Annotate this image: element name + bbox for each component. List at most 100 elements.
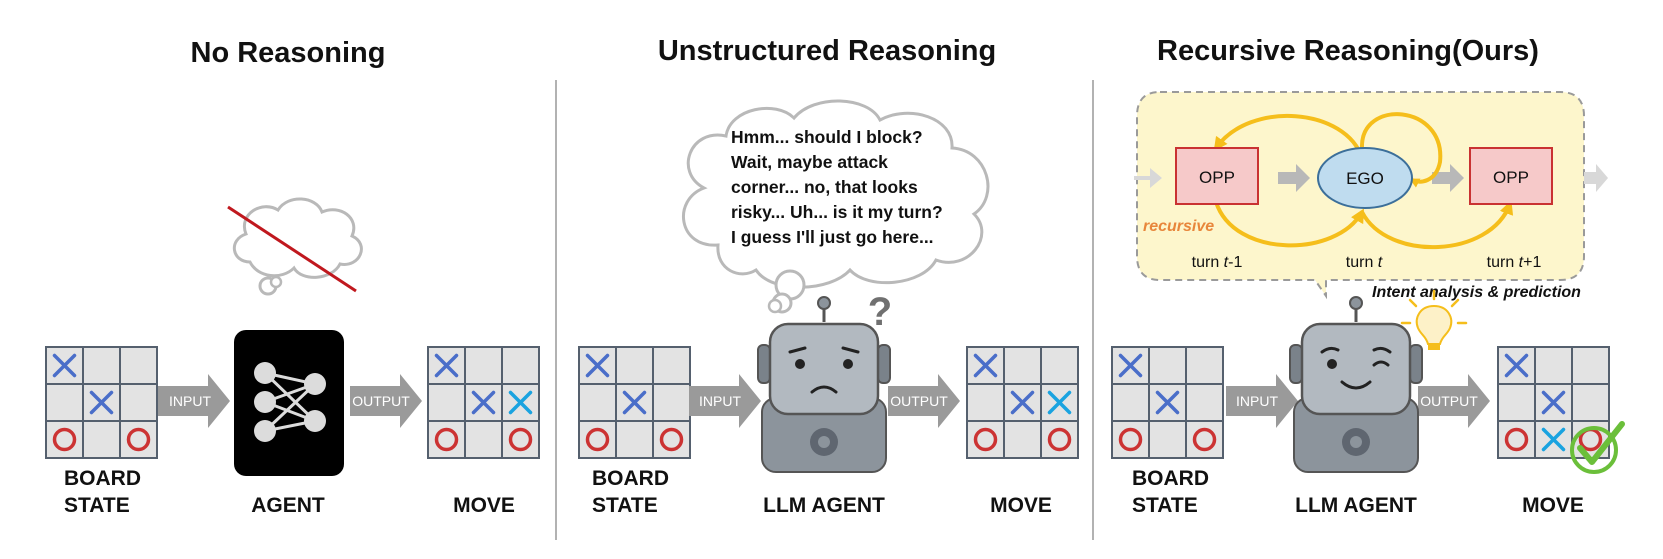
x-mark — [1118, 353, 1143, 378]
svg-text:STATE: STATE — [592, 494, 658, 517]
grid-cell — [617, 422, 652, 457]
grid-cell — [1150, 422, 1185, 457]
svg-text:corner... no, that looks: corner... no, that looks — [731, 177, 918, 197]
grid-cell — [1042, 348, 1077, 383]
o-mark — [1118, 427, 1143, 452]
output-arrow: OUTPUT — [1418, 374, 1490, 428]
o-mark — [1192, 427, 1217, 452]
svg-text:INPUT: INPUT — [699, 393, 741, 409]
x-mark — [471, 390, 496, 415]
turn-label: turn t — [1346, 254, 1383, 271]
o-mark — [585, 427, 610, 452]
grid-cell — [1499, 385, 1534, 420]
x-mark — [585, 353, 610, 378]
svg-text:OUTPUT: OUTPUT — [352, 393, 410, 409]
grid-cell — [121, 348, 156, 383]
grid-cell — [1573, 348, 1608, 383]
svg-text:OUTPUT: OUTPUT — [1420, 393, 1478, 409]
svg-text:OPP: OPP — [1199, 168, 1235, 187]
grid-cell — [503, 348, 538, 383]
o-mark — [1047, 427, 1072, 452]
panel-title-unstructured: Unstructured Reasoning — [658, 35, 996, 67]
x-mark-new — [508, 390, 533, 415]
grid-cell — [47, 385, 82, 420]
board-state-grid — [578, 346, 691, 459]
board-state-grid — [1111, 346, 1224, 459]
board-state-label: BOARD STATE — [1132, 467, 1209, 517]
grid-cell — [1187, 385, 1222, 420]
svg-text:risky... Uh... is it my turn?: risky... Uh... is it my turn? — [731, 202, 943, 222]
svg-text:BOARD: BOARD — [592, 467, 669, 490]
recursive-loop-arrows — [1213, 112, 1514, 250]
move-grid — [427, 346, 540, 459]
o-mark — [1504, 427, 1529, 452]
confused-robot-icon — [757, 296, 891, 473]
svg-text:STATE: STATE — [64, 494, 130, 517]
svg-text:INPUT: INPUT — [169, 393, 211, 409]
no-thought-cloud — [233, 197, 363, 296]
panel-title-no-reasoning: No Reasoning — [191, 37, 386, 69]
grid-cell — [1042, 422, 1077, 457]
grid-cell — [1187, 422, 1222, 457]
agent-label: AGENT — [251, 494, 325, 517]
grid-cell — [121, 385, 156, 420]
grid-cell — [503, 422, 538, 457]
o-mark — [126, 427, 151, 452]
check-mark-icon — [1570, 421, 1625, 474]
svg-text:Hmm... should I block?: Hmm... should I block? — [731, 127, 923, 147]
grid-cell — [84, 422, 119, 457]
x-mark-new — [1047, 390, 1072, 415]
grid-cell — [654, 385, 689, 420]
question-mark: ? — [868, 290, 892, 334]
board-state-label: BOARD STATE — [64, 467, 141, 517]
grid-cell — [1499, 422, 1534, 457]
move-label: MOVE — [1522, 494, 1584, 517]
neural-network-agent-icon — [234, 330, 344, 476]
x-mark — [1541, 390, 1566, 415]
grid-cell — [580, 385, 615, 420]
grid-cell — [968, 385, 1003, 420]
x-mark-new — [1541, 427, 1566, 452]
grid-cell — [84, 348, 119, 383]
move-label: MOVE — [990, 494, 1052, 517]
grid-cell — [1113, 422, 1148, 457]
x-mark — [434, 353, 459, 378]
x-mark — [1504, 353, 1529, 378]
turn-label: turn t-1 — [1192, 254, 1243, 271]
opp-box-left: OPP — [1175, 147, 1259, 205]
thought-text: Hmm... should I block? Wait, maybe attac… — [731, 127, 943, 247]
grid-cell — [429, 422, 464, 457]
grid-cell — [1113, 385, 1148, 420]
o-mark — [508, 427, 533, 452]
move-label: MOVE — [453, 494, 515, 517]
grid-cell — [1536, 348, 1571, 383]
o-mark — [659, 427, 684, 452]
output-arrow: OUTPUT — [350, 374, 422, 428]
grid-cell — [466, 422, 501, 457]
smiling-robot-icon — [1289, 296, 1423, 473]
grid-cell — [654, 348, 689, 383]
svg-text:OUTPUT: OUTPUT — [890, 393, 948, 409]
svg-text:STATE: STATE — [1132, 494, 1198, 517]
llm-agent-label: LLM AGENT — [763, 494, 885, 517]
grid-cell — [429, 385, 464, 420]
turn-label: turn t+1 — [1487, 254, 1542, 271]
svg-text:BOARD: BOARD — [1132, 467, 1209, 490]
grid-cell — [466, 348, 501, 383]
ego-node: EGO — [1317, 147, 1413, 209]
grid-cell — [1187, 348, 1222, 383]
grid-cell — [1005, 348, 1040, 383]
input-arrow: INPUT — [689, 374, 761, 428]
svg-text:I guess I'll just go here...: I guess I'll just go here... — [731, 227, 934, 247]
x-mark — [622, 390, 647, 415]
svg-text:OPP: OPP — [1493, 168, 1529, 187]
opp-box-right: OPP — [1469, 147, 1553, 205]
grid-cell — [1150, 348, 1185, 383]
llm-agent-label: LLM AGENT — [1295, 494, 1417, 517]
svg-text:Wait, maybe attack: Wait, maybe attack — [731, 152, 888, 172]
grid-cell — [121, 422, 156, 457]
output-arrow: OUTPUT — [888, 374, 960, 428]
x-mark — [973, 353, 998, 378]
x-mark — [52, 353, 77, 378]
